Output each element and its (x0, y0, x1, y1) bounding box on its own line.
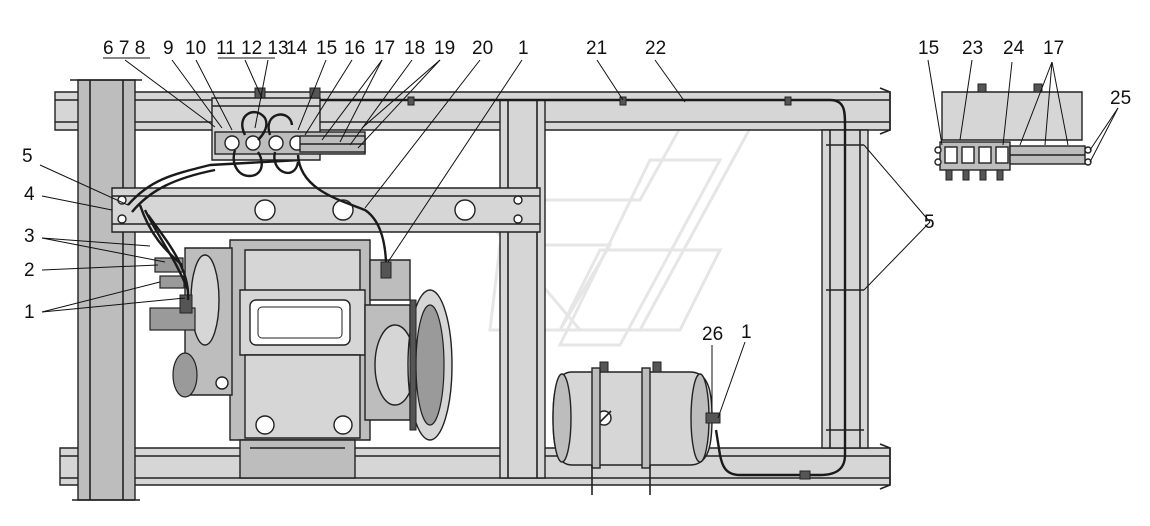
gearbox-unit (172, 239, 453, 479)
callout-10: 10 (185, 38, 206, 59)
callout-9: 9 (163, 38, 174, 59)
callout-16: 16 (344, 38, 365, 59)
callout-22: 22 (645, 38, 666, 59)
valve-block (211, 87, 392, 279)
callout-1-tank: 1 (741, 322, 752, 343)
callout-6-7-8: 6 7 8 (103, 38, 145, 59)
air-tank (552, 361, 721, 495)
callout-2: 2 (24, 260, 35, 281)
callout-5-right: 5 (924, 212, 935, 233)
inset-valve-detail (934, 83, 1092, 181)
callout-19: 19 (434, 38, 455, 59)
inset-callout-15: 15 (918, 38, 939, 59)
transverse-beam (111, 187, 541, 233)
leader-lines (39, 57, 1119, 419)
callout-20: 20 (472, 38, 493, 59)
chassis-frame (54, 79, 891, 501)
inset-callout-25: 25 (1110, 88, 1131, 109)
callout-labels: 5 4 3 2 1 6 7 8 9 10 11 12 13 14 15 16 1… (22, 38, 1131, 345)
pipeline-22 (320, 96, 864, 480)
inset-callout-23: 23 (962, 38, 983, 59)
inset-callout-17: 17 (1043, 38, 1064, 59)
callout-14: 14 (286, 38, 308, 59)
callout-17: 17 (374, 38, 395, 59)
callout-26: 26 (702, 324, 723, 345)
callout-5-left: 5 (22, 146, 33, 167)
inset-callout-24: 24 (1003, 38, 1025, 59)
callout-15: 15 (316, 38, 337, 59)
callout-4: 4 (24, 184, 35, 205)
callout-1-left: 1 (24, 302, 35, 323)
callout-21: 21 (586, 38, 607, 59)
callout-3: 3 (24, 226, 35, 247)
callout-18: 18 (404, 38, 425, 59)
callout-1-top: 1 (518, 38, 529, 59)
callout-11-12-13: 11 12 13 (216, 38, 289, 59)
left-fittings (127, 158, 301, 331)
